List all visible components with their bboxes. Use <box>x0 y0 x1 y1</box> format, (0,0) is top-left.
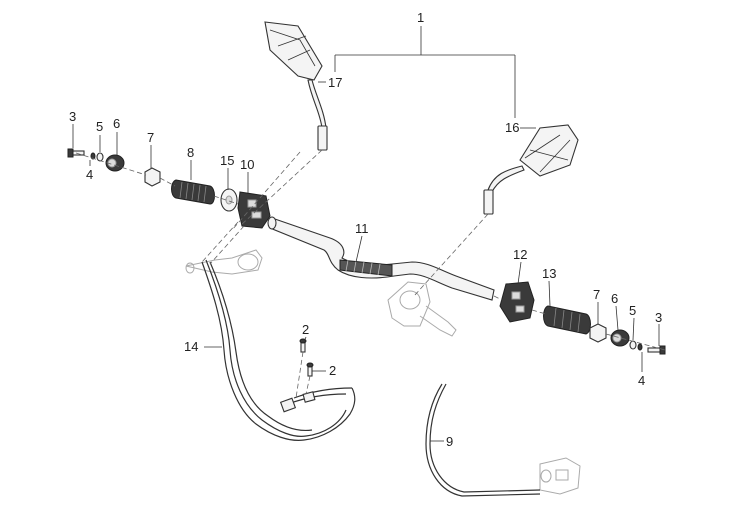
left-lever-assembly <box>185 249 263 275</box>
left-bar-end-insert <box>144 167 161 187</box>
right-grip <box>543 305 591 335</box>
right-bar-end-weight <box>610 329 630 347</box>
switch-wire-harness <box>201 259 356 441</box>
callout-16: 16 <box>505 120 519 135</box>
right-lever-assembly <box>387 281 457 337</box>
callout-15: 15 <box>220 153 234 168</box>
callout-3-right: 3 <box>655 310 662 325</box>
callout-1: 1 <box>417 10 424 25</box>
right-bar-end-insert <box>589 323 607 343</box>
right-washer <box>629 340 643 351</box>
assembly-guide-lines <box>75 149 666 399</box>
left-washer <box>90 152 104 162</box>
callout-labels: 1 2 2 3 3 4 4 5 5 6 6 7 7 8 9 10 11 12 1… <box>69 10 662 449</box>
callout-2-top: 2 <box>302 322 309 337</box>
callout-5-left: 5 <box>96 119 103 134</box>
callout-6-left: 6 <box>113 116 120 131</box>
handlebar <box>267 216 495 301</box>
callout-7-left: 7 <box>147 130 154 145</box>
left-grip <box>171 179 215 205</box>
callout-11: 11 <box>355 221 369 236</box>
throttle-cable <box>425 383 541 497</box>
callout-3-left: 3 <box>69 109 76 124</box>
left-spacer-15 <box>220 188 238 212</box>
left-bar-end-weight <box>105 154 125 172</box>
left-mirror <box>264 21 328 151</box>
callout-9: 9 <box>446 434 453 449</box>
callout-4-left: 4 <box>86 167 93 182</box>
callout-5-right: 5 <box>629 303 636 318</box>
callout-13: 13 <box>542 266 556 281</box>
callout-4-right: 4 <box>638 373 645 388</box>
callout-14: 14 <box>184 339 198 354</box>
callout-17: 17 <box>328 75 342 90</box>
right-mirror <box>483 124 579 215</box>
left-switch-housing <box>237 191 271 229</box>
callout-6-right: 6 <box>611 291 618 306</box>
callout-12: 12 <box>513 247 527 262</box>
callout-7-right: 7 <box>593 287 600 302</box>
assembly-bracket <box>334 26 516 118</box>
callout-8: 8 <box>187 145 194 160</box>
right-switch-housing <box>499 281 535 323</box>
callout-10: 10 <box>240 157 254 172</box>
throttle-cable-housing <box>539 457 581 495</box>
screw-a <box>299 338 307 353</box>
callout-leaders <box>72 81 660 442</box>
callout-2-bottom: 2 <box>329 363 336 378</box>
right-bolt <box>647 345 666 355</box>
screw-b <box>306 362 314 377</box>
